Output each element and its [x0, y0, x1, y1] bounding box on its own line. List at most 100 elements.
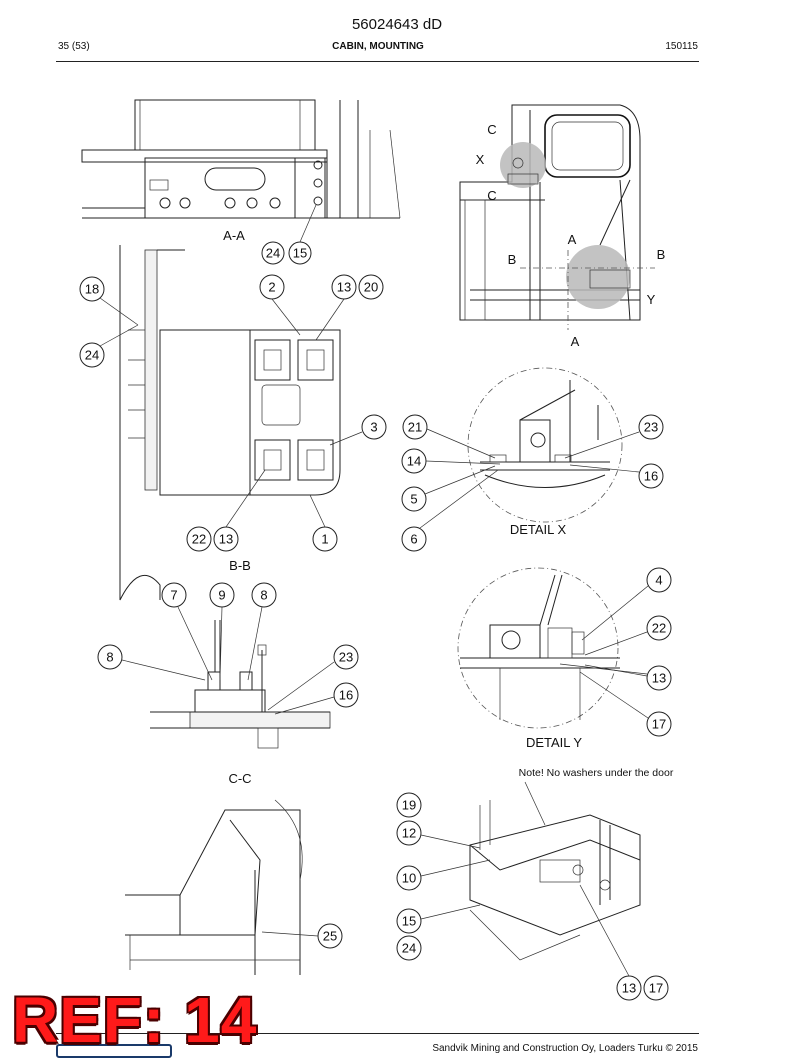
label-detail-x: DETAIL X: [510, 522, 567, 537]
balloon-x-3: 14: [401, 448, 427, 474]
drawing-side-view: C X C A B B Y A: [459, 104, 666, 349]
svg-text:14: 14: [407, 454, 421, 469]
balloon-cc-5: 23: [333, 644, 359, 670]
svg-text:12: 12: [402, 826, 416, 841]
balloon-br-6: 13: [616, 975, 642, 1001]
balloon-y-3: 13: [646, 665, 672, 691]
note-washers: Note! No washers under the door: [519, 767, 674, 779]
balloon-bb-6: 3: [361, 414, 387, 440]
label-section-aa: A-A: [223, 228, 245, 243]
svg-text:22: 22: [652, 621, 666, 636]
svg-text:13: 13: [337, 280, 351, 295]
header-rule: [56, 61, 699, 62]
svg-text:2: 2: [268, 280, 275, 295]
document-date: 150115: [665, 41, 698, 52]
drawing-bottom-right: Note! No washers under the door 19 12 10…: [396, 767, 674, 1001]
balloon-cc-3: 8: [251, 582, 277, 608]
svg-text:13: 13: [652, 671, 666, 686]
balloon-bb-9: 1: [312, 526, 338, 552]
balloon-y-1: 4: [646, 567, 672, 593]
balloon-bb-1: 18: [79, 276, 105, 302]
svg-text:22: 22: [192, 532, 206, 547]
balloon-br-2: 12: [396, 820, 422, 846]
svg-text:25: 25: [323, 929, 337, 944]
ref-stamp: REF: 14: [12, 984, 258, 1056]
balloon-cc-6: 16: [333, 682, 359, 708]
marker-b-right: B: [657, 247, 666, 262]
balloon-br-3: 10: [396, 865, 422, 891]
marker-y: Y: [647, 292, 656, 307]
balloon-x-2: 23: [638, 414, 664, 440]
balloon-x-4: 16: [638, 463, 664, 489]
balloon-cc-2: 9: [209, 582, 235, 608]
balloon-bb-3: 13: [331, 274, 357, 300]
balloon-bottom-left: 25: [317, 923, 343, 949]
svg-text:20: 20: [364, 280, 378, 295]
document-number: 56024643 dD: [351, 16, 443, 33]
svg-text:17: 17: [652, 717, 666, 732]
svg-text:9: 9: [218, 588, 225, 603]
marker-x: X: [476, 152, 485, 167]
svg-text:16: 16: [644, 469, 658, 484]
svg-text:21: 21: [408, 420, 422, 435]
balloon-bb-2: 2: [259, 274, 285, 300]
footer-rule: [56, 1033, 699, 1034]
svg-text:10: 10: [402, 871, 416, 886]
drawing-section-bb: B-B 18 2 13 20 24 3 22 13 1: [79, 245, 387, 601]
balloon-cc-4: 8: [97, 644, 123, 670]
balloon-bb-5: 24: [79, 342, 105, 368]
balloon-br-5: 24: [396, 935, 422, 961]
svg-text:23: 23: [644, 420, 658, 435]
svg-text:17: 17: [649, 981, 663, 996]
page-number: 35 (53): [58, 41, 90, 52]
drawing-detail-x: DETAIL X 21 23 14 16 5 6: [401, 367, 664, 552]
marker-c-top: C: [487, 122, 496, 137]
svg-text:1: 1: [321, 532, 328, 547]
svg-text:24: 24: [85, 348, 99, 363]
balloon-x-6: 6: [401, 526, 427, 552]
balloon-y-2: 22: [646, 615, 672, 641]
drawing-detail-y: DETAIL Y 4 22 13 17: [457, 567, 672, 750]
drawing-section-cc: C-C 7 9 8 8 23 16: [97, 582, 359, 786]
label-detail-y: DETAIL Y: [526, 735, 582, 750]
balloon-aa-1: 24: [261, 241, 285, 265]
svg-text:24: 24: [402, 941, 416, 956]
drawing-bottom-left: 25: [125, 799, 343, 975]
svg-text:24: 24: [266, 246, 280, 261]
drawing-section-aa: A-A 24 15: [81, 99, 401, 265]
balloon-x-5: 5: [401, 486, 427, 512]
marker-a-top: A: [568, 232, 577, 247]
balloon-y-4: 17: [646, 711, 672, 737]
footer-copyright: Sandvik Mining and Construction Oy, Load…: [432, 1043, 698, 1054]
balloon-bb-8: 13: [213, 526, 239, 552]
balloon-bb-4: 20: [358, 274, 384, 300]
svg-text:8: 8: [260, 588, 267, 603]
svg-text:7: 7: [170, 588, 177, 603]
detail-x-highlight: [500, 142, 546, 188]
svg-text:8: 8: [106, 650, 113, 665]
svg-text:23: 23: [339, 650, 353, 665]
svg-text:18: 18: [85, 282, 99, 297]
marker-a-bottom: A: [571, 334, 580, 349]
svg-text:5: 5: [410, 492, 417, 507]
marker-c-bottom: C: [487, 188, 496, 203]
balloon-br-1: 19: [396, 792, 422, 818]
svg-text:13: 13: [219, 532, 233, 547]
balloon-br-4: 15: [396, 908, 422, 934]
svg-text:6: 6: [410, 532, 417, 547]
balloon-bb-7: 22: [186, 526, 212, 552]
label-section-cc: C-C: [228, 771, 251, 786]
svg-text:13: 13: [622, 981, 636, 996]
svg-text:15: 15: [402, 914, 416, 929]
balloon-br-7: 17: [643, 975, 669, 1001]
svg-text:15: 15: [293, 246, 307, 261]
svg-text:3: 3: [370, 420, 377, 435]
balloon-aa-2: 15: [288, 241, 312, 265]
svg-text:4: 4: [655, 573, 662, 588]
marker-b-left: B: [508, 252, 517, 267]
label-section-bb: B-B: [229, 558, 251, 573]
balloon-x-1: 21: [402, 414, 428, 440]
balloon-cc-1: 7: [161, 582, 187, 608]
